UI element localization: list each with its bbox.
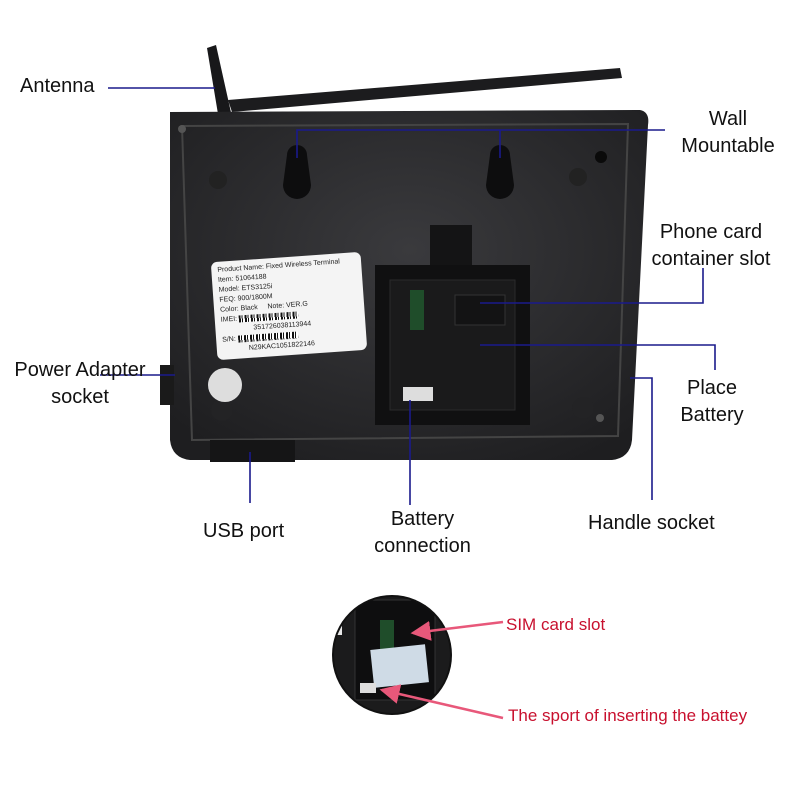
label-line: Battery bbox=[390, 508, 455, 530]
label-usb-port: USB port bbox=[203, 520, 285, 542]
label-battery-connection: Battery connection bbox=[355, 506, 490, 560]
callout-sim-card-slot: SIM card slot bbox=[506, 615, 606, 634]
label-line: connection bbox=[374, 535, 471, 557]
label-line: Wall bbox=[708, 108, 748, 130]
callout-battery-spot: The sport of inserting the battey bbox=[508, 706, 748, 725]
label-line: Mountable bbox=[681, 135, 775, 157]
antenna-rod bbox=[228, 68, 622, 112]
label-power-adapter: Power Adapter socket bbox=[0, 357, 160, 411]
label-antenna: Antenna bbox=[20, 75, 95, 97]
battery-connector bbox=[403, 387, 433, 401]
label-place-battery: Place Battery bbox=[672, 375, 752, 429]
label-line: Battery bbox=[680, 404, 744, 426]
label-handle-socket: Handle socket bbox=[588, 512, 715, 534]
sticker-sn-label: S/N: bbox=[221, 335, 237, 344]
label-line: container slot bbox=[651, 248, 771, 270]
leader-lines bbox=[100, 87, 716, 505]
label-wall-mountable: Wall Mountable bbox=[668, 106, 788, 160]
label-line: socket bbox=[51, 386, 109, 408]
label-line: Power Adapter bbox=[14, 359, 146, 381]
battery-arrow bbox=[379, 684, 504, 720]
label-line: Phone card bbox=[659, 221, 763, 243]
sticker-imei-label: IMEI: bbox=[220, 315, 238, 324]
product-sticker: Product Name: Fixed Wireless Terminal It… bbox=[210, 251, 368, 361]
sim-arrow bbox=[410, 620, 504, 641]
wall-mount-hole-right bbox=[486, 145, 514, 199]
wall-mount-hole-left bbox=[283, 145, 311, 199]
sticker-note: Note: VER.G bbox=[267, 300, 309, 311]
label-phone-card-slot: Phone card container slot bbox=[636, 219, 786, 273]
sticker-color: Color: Black bbox=[219, 304, 259, 314]
label-line: Place bbox=[686, 377, 738, 399]
inset-closeup bbox=[334, 597, 450, 713]
